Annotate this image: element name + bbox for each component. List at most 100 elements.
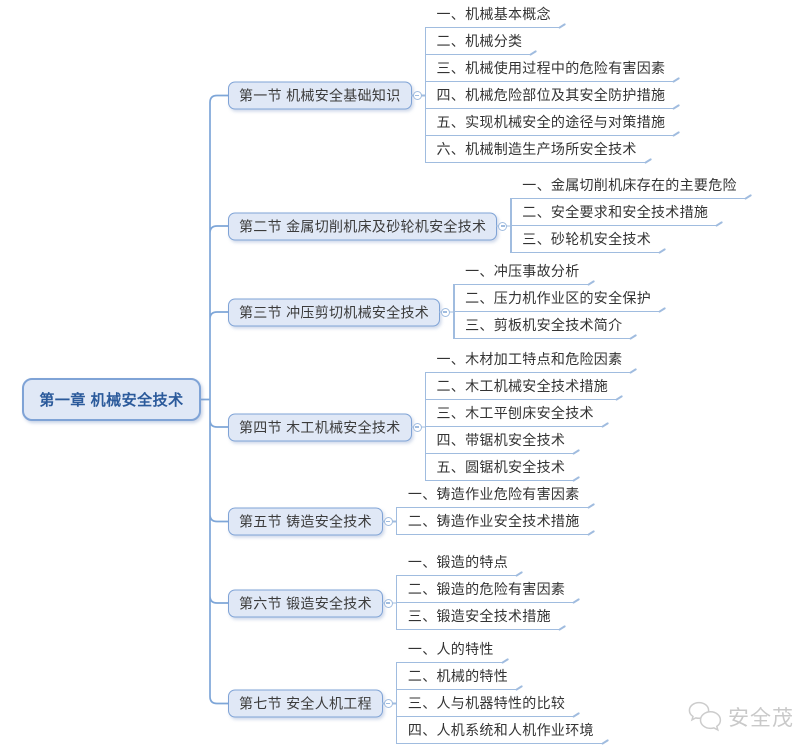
leaf-topic[interactable]: 四、人机系统和人机作业环境 [395, 717, 603, 744]
leaf-topic[interactable]: 一、锻造的特点 [395, 549, 517, 576]
leaf-topic[interactable]: 一、人的特性 [395, 636, 503, 663]
collapse-minus-icon [383, 598, 393, 608]
leaf-label: 三、机械使用过程中的危险有害因素 [424, 58, 675, 82]
collapse-minus-icon [383, 699, 393, 708]
leaf-label: 二、机械的特性 [395, 666, 517, 690]
leaf-label: 三、人与机器特性的比较 [395, 693, 575, 717]
watermark-label: 安全茂 [728, 706, 794, 730]
collapse-toggle[interactable] [496, 212, 512, 240]
leaf-topic[interactable]: 二、机械分类 [424, 28, 532, 55]
collapse-minus-icon [498, 221, 508, 231]
section-node-1[interactable]: 第一节 机械安全基础知识 [228, 81, 412, 110]
leaf-topic[interactable]: 三、砂轮机安全技术 [510, 226, 660, 253]
leaf-topic[interactable]: 三、人与机器特性的比较 [395, 690, 575, 717]
leaf-label: 二、木工机械安全技术措施 [424, 376, 618, 400]
leaf-label: 五、实现机械安全的途径与对策措施 [424, 112, 675, 136]
section-node-5[interactable]: 第五节 铸造安全技术 [228, 507, 383, 536]
section-node-6[interactable]: 第六节 锻造安全技术 [228, 589, 383, 617]
leaf-label: 三、木工平刨床安全技术 [424, 403, 603, 427]
leaf-label: 二、压力机作业区的安全保护 [453, 288, 660, 312]
collapse-minus-icon [383, 517, 393, 526]
leaf-topic[interactable]: 二、压力机作业区的安全保护 [453, 285, 660, 312]
leaf-label: 二、锻造的危险有害因素 [395, 579, 575, 603]
watermark: 安全茂 [686, 700, 794, 733]
children-column: 一、锻造的特点二、锻造的危险有害因素三、锻造安全技术措施 [395, 549, 575, 631]
section-label: 第五节 铸造安全技术 [239, 513, 372, 530]
section-label: 第七节 安全人机工程 [239, 695, 372, 712]
leaf-topic[interactable]: 五、圆锯机安全技术 [424, 454, 575, 481]
leaf-topic[interactable]: 五、实现机械安全的途径与对策措施 [424, 109, 675, 136]
leaf-topic[interactable]: 三、剪板机安全技术简介 [453, 312, 632, 339]
leaf-topic[interactable]: 二、机械的特性 [395, 663, 517, 690]
leaf-topic[interactable]: 二、安全要求和安全技术措施 [510, 199, 718, 226]
section-label: 第三节 冲压剪切机械安全技术 [239, 304, 430, 320]
root-node[interactable]: 第一章 机械安全技术 [22, 378, 201, 421]
leaf-topic[interactable]: 一、铸造作业危险有害因素 [395, 481, 589, 508]
chat-bubbles-icon [688, 701, 722, 732]
leaf-label: 四、带锯机安全技术 [424, 430, 575, 454]
leaf-label: 二、机械分类 [424, 31, 532, 55]
collapse-toggle[interactable] [381, 589, 397, 617]
sections-column: 第一节 机械安全基础知识 一、机械基本概念二、机械分类三、机械使用过程中的危险有害… [228, 0, 746, 745]
collapse-toggle[interactable] [410, 413, 426, 441]
children-column: 一、冲压事故分析二、压力机作业区的安全保护三、剪板机安全技术简介 [453, 258, 660, 340]
leaf-label: 三、砂轮机安全技术 [510, 229, 660, 253]
leaf-label: 五、圆锯机安全技术 [424, 457, 575, 481]
section-group-3: 第三节 冲压剪切机械安全技术 一、冲压事故分析二、压力机作业区的安全保护三、剪板机… [228, 258, 660, 340]
collapse-minus-icon [441, 307, 451, 317]
leaf-label: 六、机械制造生产场所安全技术 [424, 139, 646, 163]
collapse-toggle[interactable] [381, 508, 397, 536]
children-column: 一、金属切削机床存在的主要危险二、安全要求和安全技术措施三、砂轮机安全技术 [510, 172, 746, 254]
leaf-topic[interactable]: 二、木工机械安全技术措施 [424, 373, 618, 400]
section-node-2[interactable]: 第二节 金属切削机床及砂轮机安全技术 [228, 212, 498, 240]
section-group-4: 第四节 木工机械安全技术 一、木材加工特点和危险因素二、木工机械安全技术措施三、木… [228, 346, 632, 482]
section-group-1: 第一节 机械安全基础知识 一、机械基本概念二、机械分类三、机械使用过程中的危险有害… [228, 1, 675, 164]
section-group-6: 第六节 锻造安全技术 一、锻造的特点二、锻造的危险有害因素三、锻造安全技术措施 [228, 549, 575, 631]
leaf-label: 一、锻造的特点 [395, 552, 517, 576]
leaf-topic[interactable]: 二、锻造的危险有害因素 [395, 576, 575, 603]
leaf-label: 一、铸造作业危险有害因素 [395, 484, 589, 508]
leaf-topic[interactable]: 六、机械制造生产场所安全技术 [424, 136, 646, 163]
leaf-label: 四、人机系统和人机作业环境 [395, 720, 603, 744]
section-group-2: 第二节 金属切削机床及砂轮机安全技术 一、金属切削机床存在的主要危险二、安全要求和… [228, 172, 746, 254]
collapse-toggle[interactable] [410, 82, 426, 110]
leaf-label: 三、锻造安全技术措施 [395, 606, 560, 630]
section-node-7[interactable]: 第七节 安全人机工程 [228, 689, 383, 718]
leaf-topic[interactable]: 三、机械使用过程中的危险有害因素 [424, 55, 675, 82]
leaf-label: 一、人的特性 [395, 639, 503, 663]
leaf-topic[interactable]: 一、机械基本概念 [424, 1, 560, 28]
root-label: 第一章 机械安全技术 [39, 392, 184, 409]
children-column: 一、机械基本概念二、机械分类三、机械使用过程中的危险有害因素四、机械危险部位及其… [424, 1, 675, 164]
leaf-topic[interactable]: 三、锻造安全技术措施 [395, 603, 560, 630]
leaf-label: 二、安全要求和安全技术措施 [510, 202, 718, 226]
collapse-toggle[interactable] [381, 690, 397, 718]
leaf-label: 一、金属切削机床存在的主要危险 [510, 175, 746, 199]
collapse-minus-icon [412, 91, 422, 100]
leaf-label: 一、木材加工特点和危险因素 [424, 349, 632, 373]
section-group-7: 第七节 安全人机工程 一、人的特性二、机械的特性三、人与机器特性的比较四、人机系统… [228, 636, 603, 745]
section-label: 第一节 机械安全基础知识 [239, 87, 401, 104]
collapse-minus-icon [412, 422, 422, 432]
leaf-label: 四、机械危险部位及其安全防护措施 [424, 85, 675, 109]
children-column: 一、铸造作业危险有害因素二、铸造作业安全技术措施 [395, 481, 589, 536]
leaf-label: 一、机械基本概念 [424, 4, 560, 28]
leaf-topic[interactable]: 四、带锯机安全技术 [424, 427, 575, 454]
leaf-topic[interactable]: 一、冲压事故分析 [453, 258, 589, 285]
leaf-topic[interactable]: 四、机械危险部位及其安全防护措施 [424, 82, 675, 109]
leaf-label: 二、铸造作业安全技术措施 [395, 511, 589, 535]
section-group-5: 第五节 铸造安全技术 一、铸造作业危险有害因素二、铸造作业安全技术措施 [228, 481, 589, 536]
leaf-topic[interactable]: 一、木材加工特点和危险因素 [424, 346, 632, 373]
leaf-topic[interactable]: 三、木工平刨床安全技术 [424, 400, 603, 427]
leaf-label: 一、冲压事故分析 [453, 261, 589, 285]
leaf-label: 三、剪板机安全技术简介 [453, 315, 632, 339]
leaf-topic[interactable]: 二、铸造作业安全技术措施 [395, 508, 589, 535]
collapse-toggle[interactable] [439, 298, 455, 326]
leaf-topic[interactable]: 一、金属切削机床存在的主要危险 [510, 172, 746, 199]
section-label: 第六节 锻造安全技术 [239, 595, 372, 611]
section-label: 第二节 金属切削机床及砂轮机安全技术 [239, 218, 487, 234]
section-node-3[interactable]: 第三节 冲压剪切机械安全技术 [228, 298, 441, 326]
section-node-4[interactable]: 第四节 木工机械安全技术 [228, 413, 412, 441]
section-label: 第四节 木工机械安全技术 [239, 419, 401, 435]
children-column: 一、人的特性二、机械的特性三、人与机器特性的比较四、人机系统和人机作业环境 [395, 636, 603, 745]
